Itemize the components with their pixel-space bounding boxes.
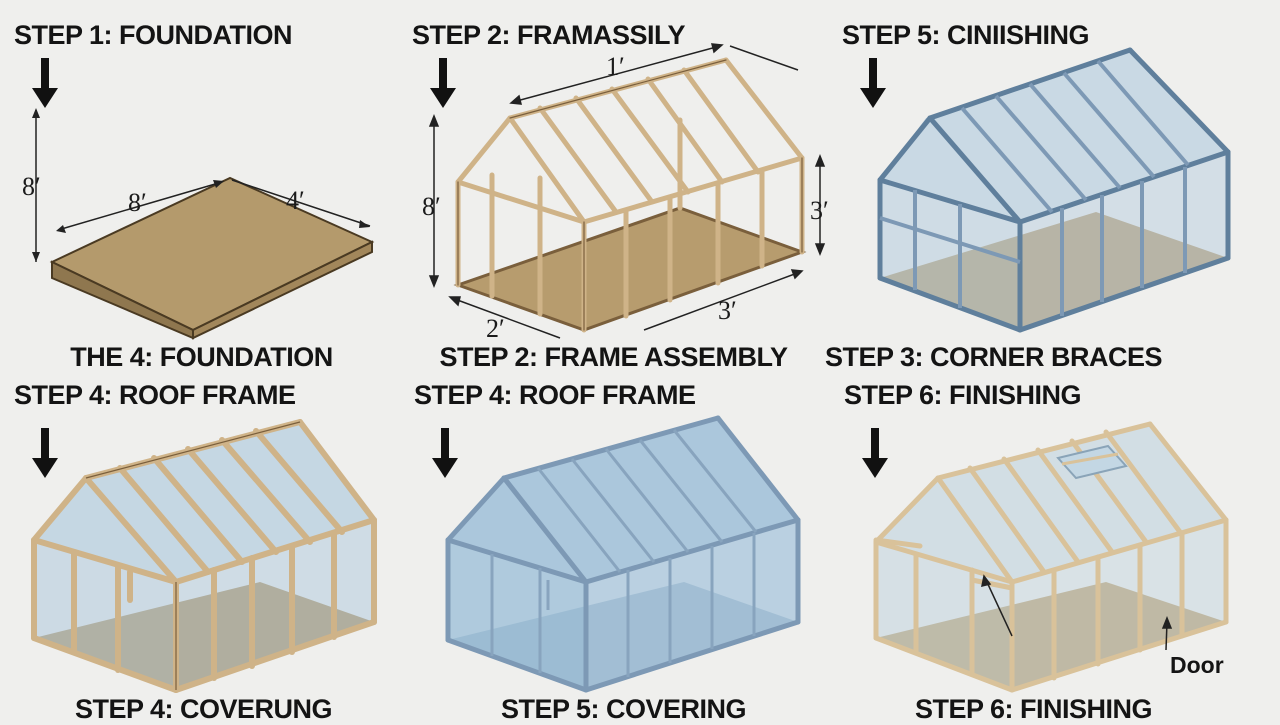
down-arrow-icon — [432, 428, 458, 478]
step-2-caption: STEP 2: FRAME ASSEMBLY — [439, 342, 788, 372]
height-dimension: 8′ — [22, 172, 41, 201]
top-dimension: 1′ — [606, 52, 625, 81]
front-right-dimension: 3′ — [718, 296, 737, 325]
step-5-caption: STEP 5: COVERING — [500, 694, 747, 724]
length-dimension: 8′ — [128, 188, 147, 217]
door-callout-label: Door — [1170, 652, 1224, 678]
step-5-heading: STEP 4: ROOF FRAME — [414, 380, 696, 410]
step-3-panel: STEP 5: CINIISHING — [825, 0, 1257, 372]
width-dimension: 4′ — [286, 186, 305, 215]
down-arrow-icon — [862, 428, 888, 478]
step-4-roof-panel: STEP 4: ROOF FRAME — [0, 360, 427, 724]
step-2-panel: STEP 2: FRAMASSILY — [400, 0, 829, 372]
step-6-heading: STEP 6: FINISHING — [844, 380, 1082, 410]
right-dimension: 3′ — [810, 196, 829, 225]
height-dimension: 8′ — [422, 192, 441, 221]
roof-frame-drawing — [31, 419, 377, 693]
foundation-slab-drawing — [32, 108, 375, 340]
down-arrow-icon — [32, 428, 58, 478]
step-4-heading: STEP 4: ROOF FRAME — [14, 380, 296, 410]
corner-braces-drawing — [877, 47, 1231, 333]
step-6-panel: STEP 6: FINISHING — [830, 360, 1257, 724]
step-3-heading: STEP 5: CINIISHING — [842, 20, 1090, 50]
down-arrow-icon — [430, 58, 456, 108]
step-3-caption: STEP 3: CORNER BRACES — [824, 342, 1163, 372]
down-arrow-icon — [860, 58, 886, 108]
step-5-panel: STEP 4: ROOF FRAME — [400, 360, 827, 724]
step-1-panel: STEP 1: FOUNDATION 8′ 8′ 4′ THE 4: FOUND… — [0, 0, 427, 372]
step-1-caption: THE 4: FOUNDATION — [70, 342, 333, 372]
step-6-caption: STEP 6: FINISHING — [914, 694, 1153, 724]
covering-drawing — [445, 415, 801, 693]
finishing-drawing — [873, 421, 1229, 693]
front-left-dimension: 2′ — [486, 314, 505, 343]
step-2-heading: STEP 2: FRAMASSILY — [412, 20, 686, 50]
down-arrow-icon — [32, 58, 58, 108]
step-4-caption: STEP 4: COVERUNG — [74, 694, 333, 724]
step-1-heading: STEP 1: FOUNDATION — [14, 20, 293, 50]
frame-assembly-drawing — [428, 43, 826, 339]
